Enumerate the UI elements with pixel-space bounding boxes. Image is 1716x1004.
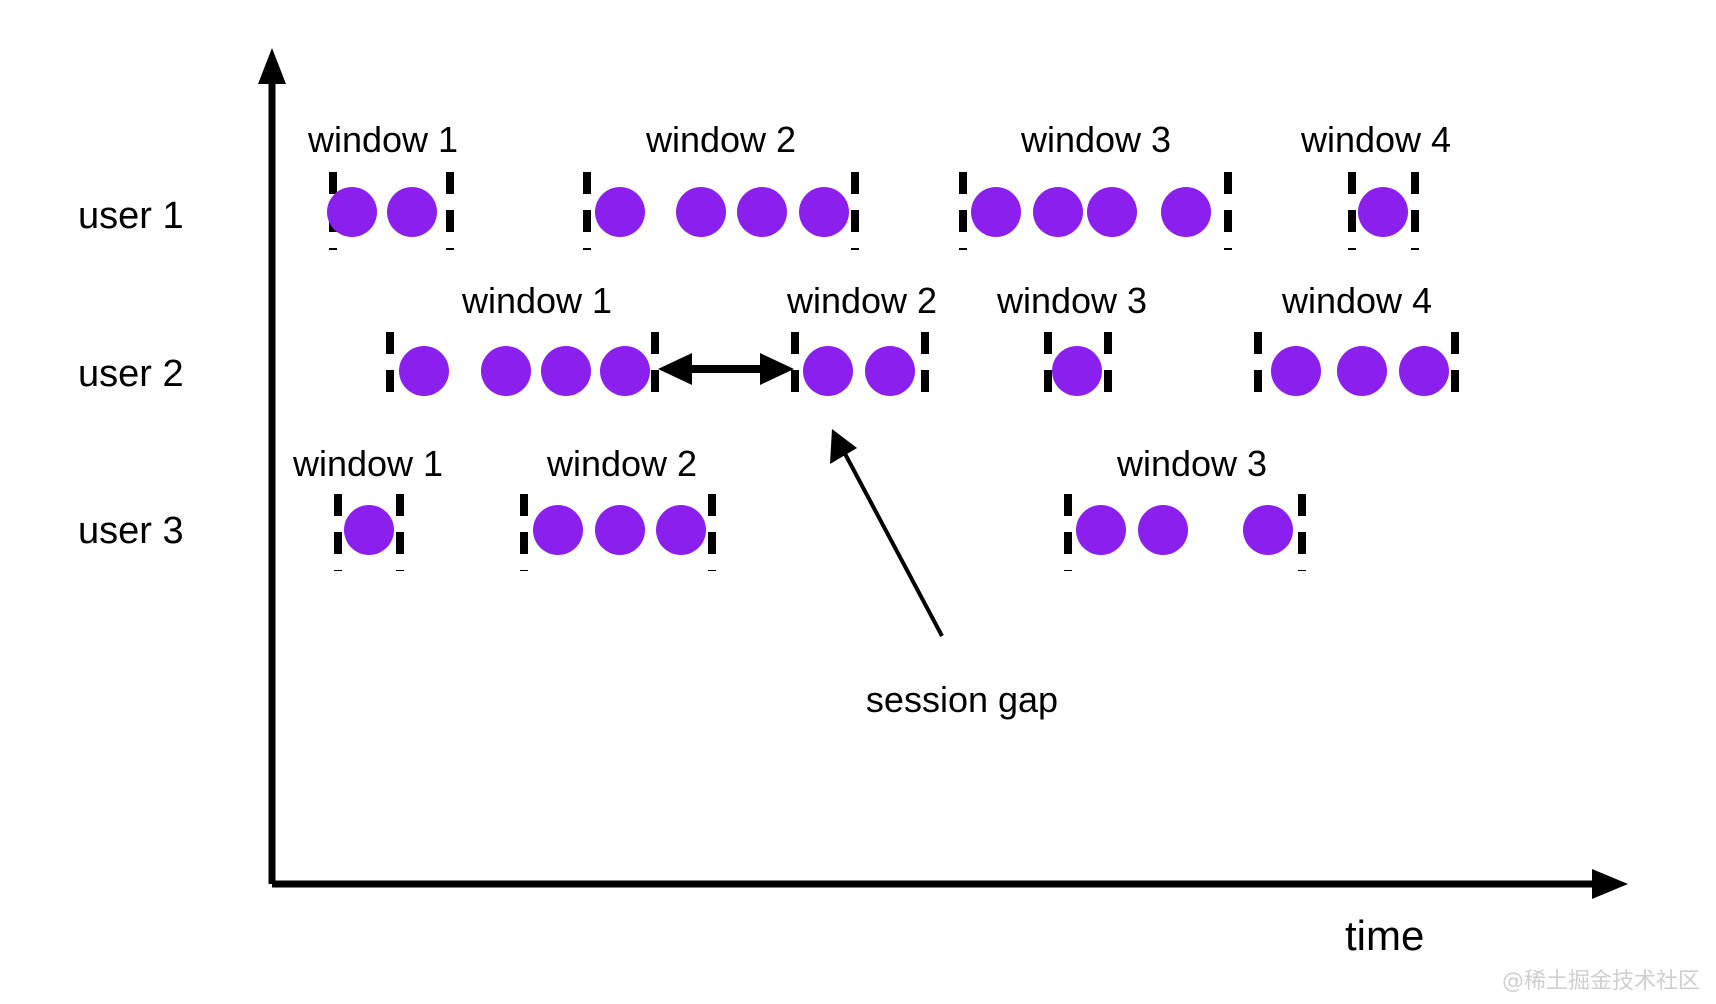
event-dot — [1033, 187, 1083, 237]
session-gap-arrowhead-left — [658, 353, 692, 385]
window-u2-w2[interactable]: window 2 — [786, 280, 937, 408]
row-label-user-3: user 3 — [78, 510, 184, 552]
row-labels-group: user 1 user 2 user 3 — [78, 195, 184, 552]
window-label-u2-w4: window 4 — [1281, 280, 1432, 321]
event-dot — [1358, 187, 1408, 237]
session-gap-leader-arrowhead — [830, 429, 857, 464]
event-dot — [344, 505, 394, 555]
window-u2-w1[interactable]: window 1 — [386, 280, 659, 408]
event-dot — [1337, 346, 1387, 396]
event-dot — [600, 346, 650, 396]
window-u1-w3[interactable]: window 3 — [959, 119, 1232, 250]
event-dot — [737, 187, 787, 237]
event-dot — [399, 346, 449, 396]
session-gap-arrow — [658, 353, 794, 385]
window-label-u2-w2: window 2 — [786, 280, 937, 321]
window-label-u1-w1: window 1 — [307, 119, 458, 160]
event-dot — [865, 346, 915, 396]
window-u3-w1[interactable]: window 1 — [292, 443, 443, 571]
event-dot — [799, 187, 849, 237]
window-u1-w2[interactable]: window 2 — [583, 119, 859, 250]
window-u2-w4[interactable]: window 4 — [1254, 280, 1459, 408]
window-u3-w2[interactable]: window 2 — [520, 443, 716, 571]
window-label-u3-w3: window 3 — [1116, 443, 1267, 484]
session-gap-leader-line — [841, 449, 944, 637]
y-axis-arrowhead — [258, 48, 286, 84]
session-gap-label: session gap — [866, 679, 1058, 720]
window-u2-w3[interactable]: window 3 — [996, 280, 1147, 408]
event-dot — [387, 187, 437, 237]
session-gap-annotation: session gap — [830, 429, 1058, 720]
row-user-1: window 1 window 2 window 3 — [307, 119, 1451, 250]
watermark-text: @稀土掘金技术社区 — [1502, 969, 1700, 994]
window-label-u2-w1: window 1 — [461, 280, 612, 321]
window-u1-w1[interactable]: window 1 — [307, 119, 458, 250]
window-label-u3-w2: window 2 — [546, 443, 697, 484]
event-dot — [1052, 346, 1102, 396]
x-axis-label: time — [1345, 912, 1424, 959]
event-dot — [1399, 346, 1449, 396]
event-dot — [327, 187, 377, 237]
row-label-user-1: user 1 — [78, 195, 184, 237]
x-axis-arrowhead — [1592, 869, 1628, 899]
event-dot — [533, 505, 583, 555]
session-gap-arrowhead-right — [760, 353, 794, 385]
window-u1-w4[interactable]: window 4 — [1300, 119, 1451, 250]
row-user-2: window 1 window 2 — [386, 280, 1459, 408]
event-dot — [676, 187, 726, 237]
axes-group: time — [258, 48, 1628, 959]
event-dot — [1271, 346, 1321, 396]
event-dot — [1076, 505, 1126, 555]
row-user-3: window 1 window 2 window 3 — [292, 443, 1306, 571]
event-dot — [971, 187, 1021, 237]
window-label-u1-w2: window 2 — [645, 119, 796, 160]
window-label-u2-w3: window 3 — [996, 280, 1147, 321]
event-dot — [541, 346, 591, 396]
event-dot — [1161, 187, 1211, 237]
window-label-u3-w1: window 1 — [292, 443, 443, 484]
event-dot — [656, 505, 706, 555]
row-label-user-2: user 2 — [78, 353, 184, 395]
event-dot — [1087, 187, 1137, 237]
event-dot — [1243, 505, 1293, 555]
window-u3-w3[interactable]: window 3 — [1064, 443, 1306, 571]
event-dot — [1138, 505, 1188, 555]
window-label-u1-w4: window 4 — [1300, 119, 1451, 160]
event-dot — [595, 505, 645, 555]
event-dot — [595, 187, 645, 237]
event-dot — [803, 346, 853, 396]
window-label-u1-w3: window 3 — [1020, 119, 1171, 160]
event-dot — [481, 346, 531, 396]
